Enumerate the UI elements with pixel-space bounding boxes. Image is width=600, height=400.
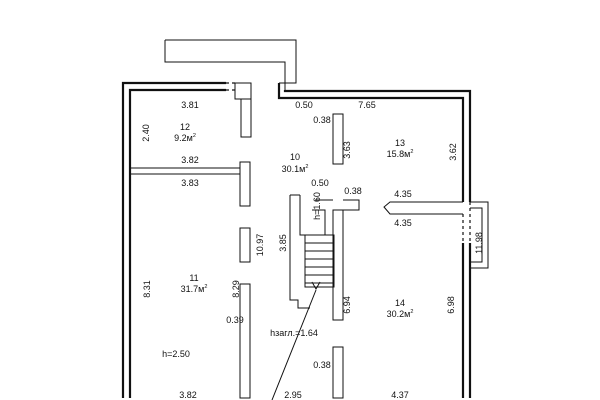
dim-11-98: 11.98 [474,232,484,254]
room-14-number: 14 [395,298,405,308]
room-10-number: 10 [290,152,300,162]
room-12-number: 12 [180,122,190,132]
room-13-area: 15.8м2 [387,149,414,159]
dim-2-95: 2.95 [284,390,302,400]
dim-2-40: 2.40 [141,124,151,142]
room-14-area: 30.2м2 [387,309,414,319]
room-11-area: 31.7м2 [181,284,208,294]
dim-0-38-low: 0.38 [313,360,331,370]
dim-6-94: 6.94 [342,296,352,314]
dim-3-83: 3.83 [181,178,199,188]
dim-4-35-top: 4.35 [394,189,412,199]
staircase [271,194,335,400]
vent-shaft [164,39,297,90]
dim-3-62: 3.62 [448,143,458,161]
dim-0-38-top: 0.38 [313,115,331,125]
interior-walls [129,82,471,399]
landing-height-label: hзагл.=1.64 [270,328,318,338]
dim-3-82: 3.82 [181,155,199,165]
room-height-label: h=2.50 [162,349,190,359]
dim-4-37: 4.37 [391,390,409,400]
room-10-area: 30.1м2 [282,164,309,174]
dim-3-85: 3.85 [278,234,288,252]
room-11-number: 11 [189,273,198,283]
dim-4-35-bottom: 4.35 [394,218,412,228]
dim-0-38-mid: 0.38 [344,186,362,196]
room-13-number: 13 [395,138,405,148]
porch [470,201,489,269]
exterior-walls [121,81,472,398]
dim-3-63: 3.63 [342,141,352,159]
dim-6-98: 6.98 [446,296,456,314]
dim-3-81: 3.81 [181,100,199,110]
dim-3-82-bottom: 3.82 [179,390,197,400]
dim-10-97: 10.97 [255,234,265,257]
dim-0-39: 0.39 [226,315,244,325]
dim-7-65: 7.65 [358,100,376,110]
room-12-area: 9.2м2 [174,133,196,143]
dim-8-29: 8.29 [231,280,241,298]
dim-8-31: 8.31 [142,280,152,298]
dim-0-50-top: 0.50 [295,100,313,110]
dim-0-50-mid: 0.50 [311,178,329,188]
dim-1-60: h=1.60 [312,192,322,220]
